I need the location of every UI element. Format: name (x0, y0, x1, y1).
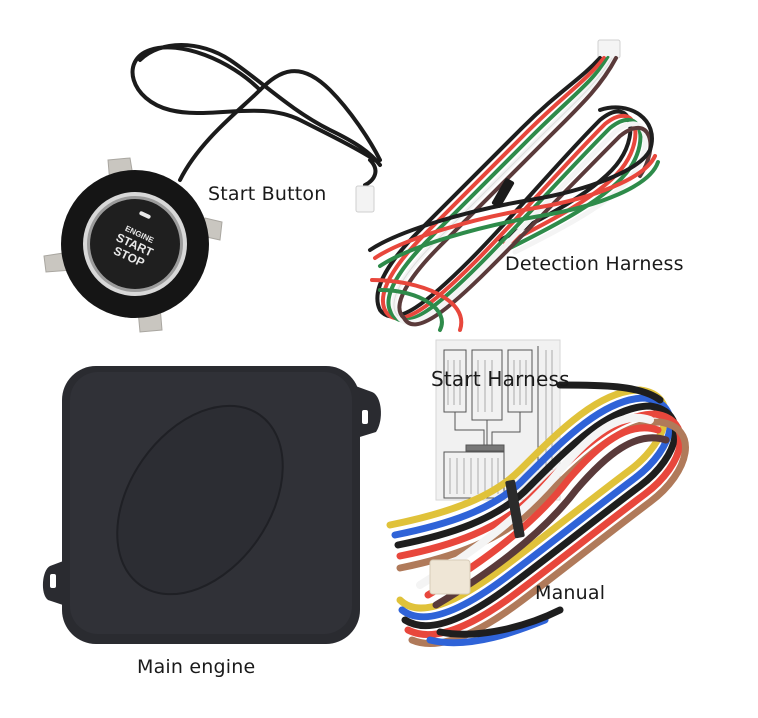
label-start-harness: Start Harness (431, 367, 570, 391)
start-button-connector (355, 185, 375, 213)
label-detection-harness: Detection Harness (505, 253, 684, 275)
start-button-device: ENGINE START STOP (43, 157, 223, 333)
manual-paper (435, 339, 561, 501)
cable-tie (505, 479, 525, 539)
label-start-button: Start Button (208, 183, 327, 205)
start-harness-connector (429, 559, 471, 595)
label-main-engine: Main engine (137, 656, 256, 678)
detection-harness (368, 39, 660, 332)
main-engine-device (42, 366, 381, 644)
label-manual: Manual (535, 582, 606, 604)
start-button-cable (130, 43, 382, 187)
